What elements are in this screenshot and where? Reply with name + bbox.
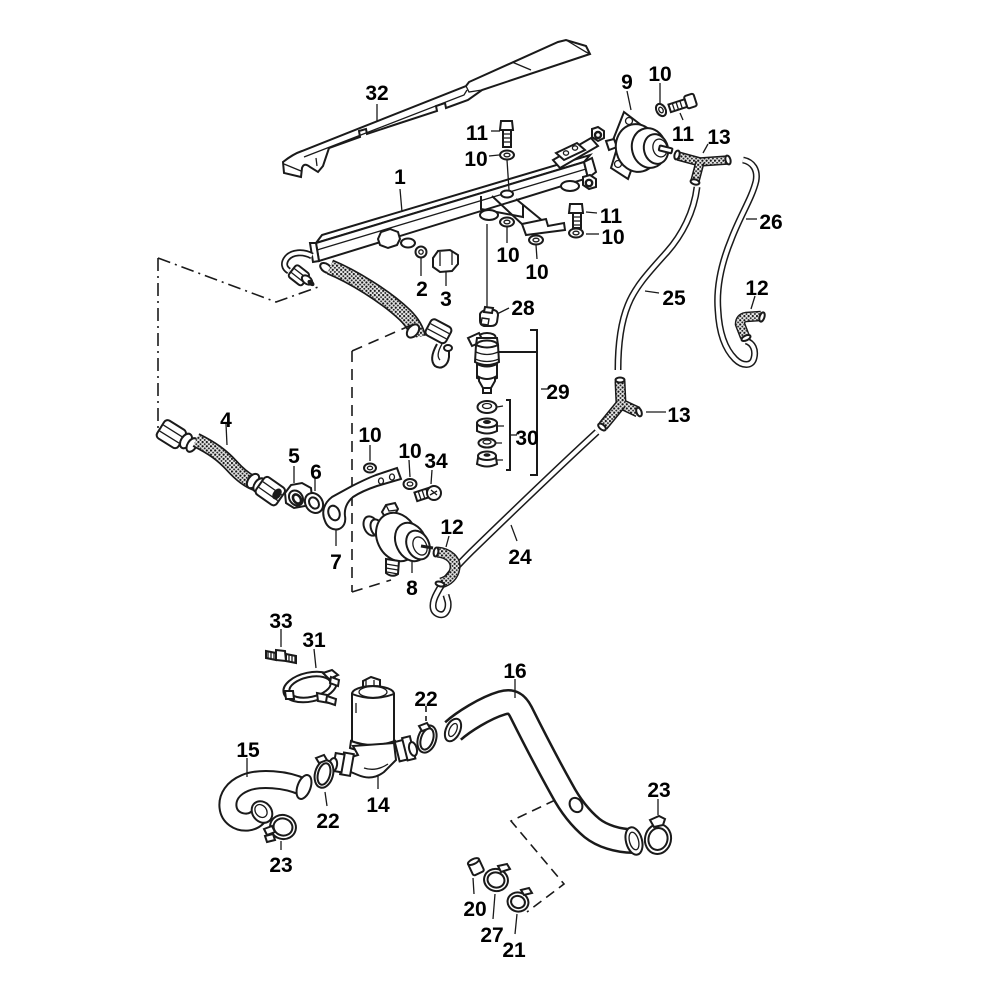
svg-text:21: 21 bbox=[502, 939, 526, 962]
svg-text:26: 26 bbox=[759, 211, 782, 234]
svg-text:10: 10 bbox=[601, 226, 624, 249]
svg-text:15: 15 bbox=[236, 739, 260, 762]
svg-text:14: 14 bbox=[366, 794, 390, 817]
svg-text:13: 13 bbox=[707, 126, 730, 149]
svg-text:4: 4 bbox=[220, 409, 232, 432]
svg-text:11: 11 bbox=[600, 205, 623, 228]
svg-text:23: 23 bbox=[647, 779, 670, 802]
svg-text:32: 32 bbox=[365, 82, 388, 105]
svg-text:25: 25 bbox=[662, 287, 686, 310]
svg-text:8: 8 bbox=[406, 577, 418, 600]
svg-text:11: 11 bbox=[672, 123, 695, 146]
svg-text:1: 1 bbox=[394, 166, 406, 189]
svg-text:20: 20 bbox=[463, 898, 486, 921]
svg-text:10: 10 bbox=[496, 244, 519, 267]
svg-text:34: 34 bbox=[424, 450, 448, 473]
svg-text:27: 27 bbox=[480, 924, 503, 947]
svg-text:10: 10 bbox=[358, 424, 381, 447]
svg-text:13: 13 bbox=[667, 404, 690, 427]
svg-text:12: 12 bbox=[440, 516, 463, 539]
svg-text:9: 9 bbox=[621, 71, 633, 94]
svg-text:2: 2 bbox=[416, 278, 428, 301]
svg-text:12: 12 bbox=[745, 277, 768, 300]
svg-text:11: 11 bbox=[466, 122, 489, 145]
svg-text:24: 24 bbox=[508, 546, 532, 569]
svg-text:6: 6 bbox=[310, 461, 322, 484]
svg-text:16: 16 bbox=[503, 660, 526, 683]
svg-text:31: 31 bbox=[302, 629, 326, 652]
svg-text:10: 10 bbox=[398, 440, 421, 463]
svg-text:10: 10 bbox=[464, 148, 487, 171]
svg-text:23: 23 bbox=[269, 854, 292, 877]
svg-text:10: 10 bbox=[648, 63, 671, 86]
svg-text:3: 3 bbox=[440, 288, 452, 311]
svg-text:7: 7 bbox=[330, 551, 342, 574]
svg-text:10: 10 bbox=[525, 261, 548, 284]
svg-text:28: 28 bbox=[511, 297, 535, 320]
svg-text:29: 29 bbox=[546, 381, 569, 404]
svg-text:22: 22 bbox=[316, 810, 339, 833]
svg-text:30: 30 bbox=[515, 427, 538, 450]
svg-text:5: 5 bbox=[288, 445, 300, 468]
svg-text:22: 22 bbox=[414, 688, 437, 711]
svg-text:33: 33 bbox=[269, 610, 292, 633]
